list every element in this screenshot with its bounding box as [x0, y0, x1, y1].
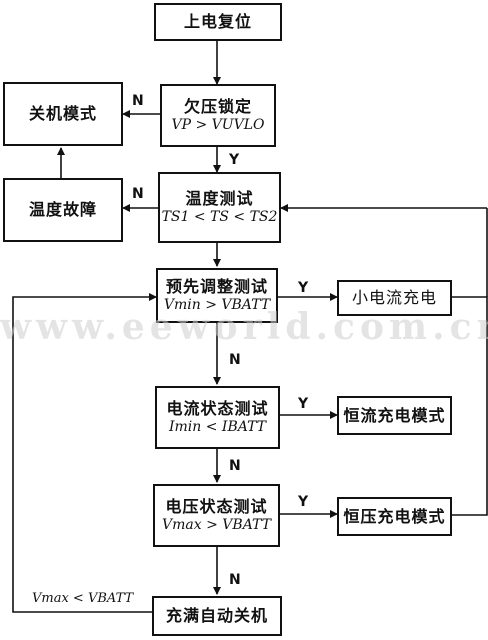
- current-test-title: 电流状态测试: [166, 398, 269, 418]
- loop-condition-label: Vmax < VBATT: [32, 591, 134, 606]
- box-constant-current-mode: 恒流充电模式: [337, 396, 452, 435]
- label-voltage-no: N: [229, 572, 241, 588]
- box-voltage-state-test: 电压状态测试 Vmax > VBATT: [153, 484, 280, 547]
- temp-fault-label: 温度故障: [28, 200, 97, 219]
- box-trickle-charge: 小电流充电: [337, 280, 452, 316]
- label-uvlo-yes: Y: [229, 152, 240, 168]
- box-precondition-test: 预先调整测试 Vmin > VBATT: [156, 268, 278, 323]
- feedback-left-loop: [12, 293, 157, 613]
- box-temperature-test: 温度测试 TS1 < TS < TS2: [158, 172, 281, 243]
- voltage-test-title: 电压状态测试: [165, 496, 268, 516]
- label-temp-no: N: [132, 186, 144, 202]
- uvlo-title: 欠压锁定: [183, 96, 252, 116]
- box-shutdown-mode: 关机模式: [3, 82, 123, 146]
- precond-title: 预先调整测试: [165, 276, 268, 296]
- label-current-no: N: [229, 458, 241, 474]
- box-constant-voltage-mode: 恒压充电模式: [337, 497, 452, 536]
- temp-test-condition: TS1 < TS < TS2: [161, 208, 278, 225]
- watermark: www.eeworld.com.cn: [0, 306, 488, 348]
- cv-mode-label: 恒压充电模式: [343, 506, 446, 526]
- label-precond-no: N: [229, 352, 241, 368]
- full-shutdown-label: 充满自动关机: [165, 606, 268, 625]
- label-current-yes: Y: [298, 396, 309, 412]
- box-current-state-test: 电流状态测试 Imin < IBATT: [155, 386, 280, 449]
- shutdown-mode-label: 关机模式: [28, 104, 97, 123]
- box-power-on-reset: 上电复位: [154, 3, 282, 41]
- label-precond-yes: Y: [298, 280, 309, 296]
- box-undervoltage-lockout: 欠压锁定 VP > VUVLO: [160, 84, 276, 147]
- box-full-auto-shutdown: 充满自动关机: [152, 596, 282, 636]
- box-temperature-fault: 温度故障: [3, 178, 123, 242]
- temp-test-title: 温度测试: [185, 188, 254, 208]
- cc-mode-label: 恒流充电模式: [343, 405, 446, 425]
- current-test-condition: Imin < IBATT: [168, 418, 267, 435]
- power-on-reset-label: 上电复位: [183, 12, 252, 31]
- voltage-test-condition: Vmax > VBATT: [162, 516, 271, 533]
- precond-condition: Vmin > VBATT: [163, 296, 271, 313]
- label-voltage-yes: Y: [298, 494, 309, 510]
- label-uvlo-no: N: [132, 93, 144, 109]
- uvlo-condition: VP > VUVLO: [171, 116, 265, 133]
- trickle-charge-label: 小电流充电: [351, 288, 437, 307]
- feedback-right-bus: [452, 296, 488, 516]
